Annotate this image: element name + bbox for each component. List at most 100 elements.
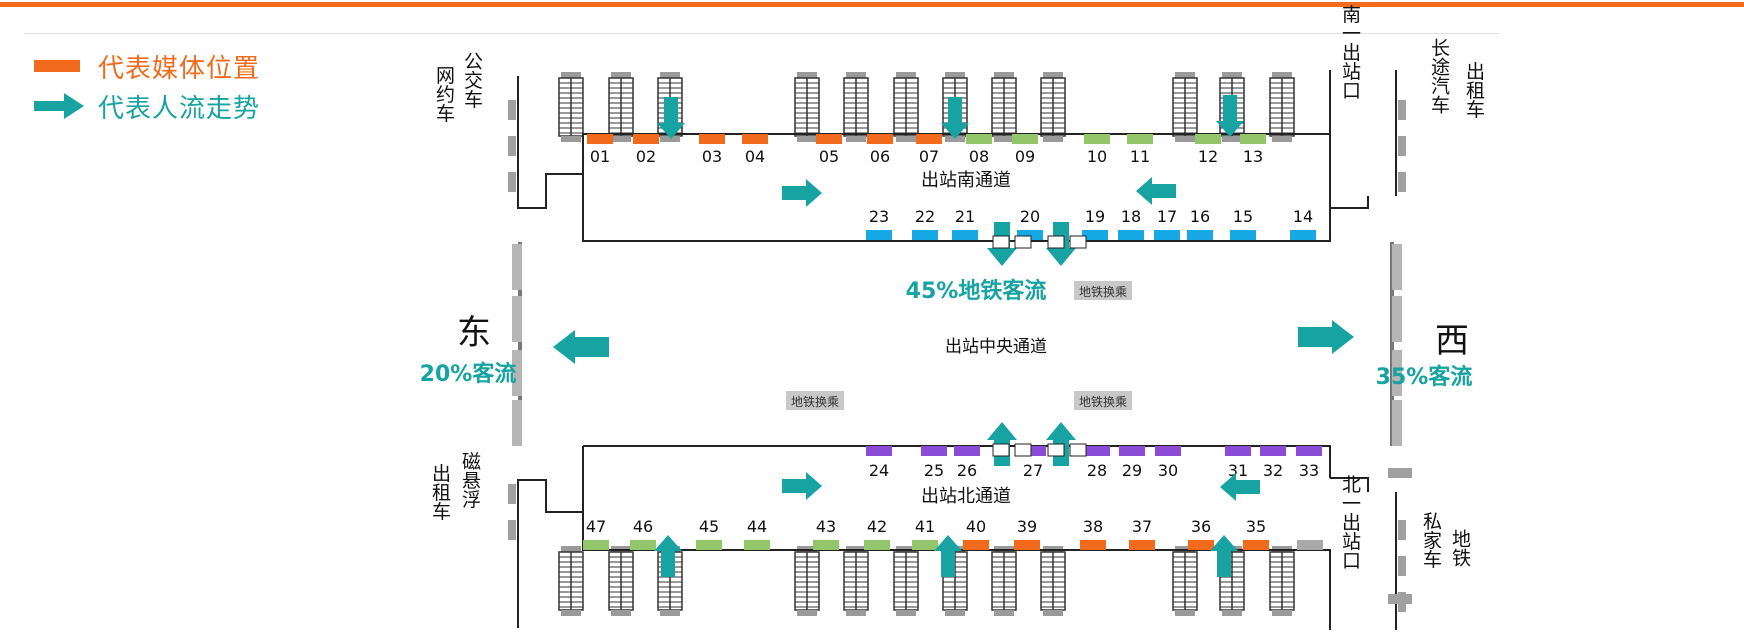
train-car [558, 72, 584, 142]
west-label: 西 [1435, 321, 1469, 361]
train-car [1172, 546, 1198, 616]
top-divider [24, 33, 1500, 34]
south-slot [1084, 134, 1110, 144]
train-car [843, 72, 869, 142]
south-slot-number: 04 [745, 147, 765, 166]
north-slot-number: 45 [699, 517, 719, 536]
south-inner-slot-number: 16 [1190, 207, 1210, 226]
north-inner-slot-number: 31 [1228, 461, 1248, 480]
wall-block [1398, 100, 1406, 120]
north-inner-slot [1260, 446, 1286, 456]
north-slot-number: 35 [1246, 517, 1266, 536]
south-slot [1240, 134, 1266, 144]
south-slot-number: 08 [969, 147, 989, 166]
legend: 代表媒体位置 代表人流走势 [34, 46, 260, 126]
south-exit-label: 南一出站口 [1339, 4, 1361, 99]
north-inner-slot-number: 28 [1087, 461, 1107, 480]
legend-media-label: 代表媒体位置 [98, 52, 261, 83]
train-car [991, 72, 1017, 142]
south-slot [816, 134, 842, 144]
north-inner-slot [866, 446, 892, 456]
pillar-block [1392, 400, 1402, 446]
south-inner-slot-number: 23 [869, 207, 889, 226]
north-inner-slot [1296, 446, 1322, 456]
south-inner-slot-number: 21 [955, 207, 975, 226]
north-inner-slot [1084, 446, 1110, 456]
north-inner-slot [921, 446, 947, 456]
train-car [1269, 546, 1295, 616]
south-slot [916, 134, 942, 144]
flow-arrow-down [941, 97, 969, 139]
metro-flow-label: 45%地铁客流 [906, 278, 1047, 304]
north-exit-label: 北一出站口 [1339, 474, 1361, 569]
maglev-label: 磁悬浮 [459, 451, 481, 508]
flow-arrow-right [782, 179, 822, 207]
train-car [608, 72, 634, 142]
pillar-block [512, 350, 522, 396]
train-car [794, 72, 820, 142]
legend-flow-label: 代表人流走势 [98, 92, 261, 123]
flow-arrow-left [1136, 177, 1176, 205]
south-inner-slot-number: 22 [915, 207, 935, 226]
flow-arrow-up [654, 535, 682, 577]
north-inner-slot-number: 26 [957, 461, 977, 480]
north-inner-slot-number: 25 [924, 461, 944, 480]
flow-arrow-right [782, 472, 822, 500]
legend-media-row: 代表媒体位置 [34, 46, 260, 86]
north-inner-slot [1155, 446, 1181, 456]
north-slot-number: 38 [1083, 517, 1103, 536]
north-slot-number: 39 [1017, 517, 1037, 536]
south-slot-number: 02 [636, 147, 656, 166]
south-inner-slot-number: 15 [1233, 207, 1253, 226]
south-slot [633, 134, 659, 144]
north-slot [1129, 540, 1155, 550]
metro-label: 地铁 [1449, 529, 1471, 567]
south-inner-slot [1154, 230, 1180, 240]
south-inner-slot-number: 19 [1085, 207, 1105, 226]
north-slot [1014, 540, 1040, 550]
north-slot [696, 540, 722, 550]
flow-arrow-left [1220, 473, 1260, 501]
wall-block [508, 520, 516, 540]
private-car-label: 私家车 [1420, 511, 1442, 568]
south-inner-slot [1230, 230, 1256, 240]
metro-transfer-tag-3 [1074, 391, 1132, 410]
north-slot-number: 44 [747, 517, 767, 536]
east-flow-label: 20%客流 [420, 361, 517, 387]
north-slot-number: 46 [633, 517, 653, 536]
pillar-block [1392, 244, 1402, 290]
wall-block [1398, 556, 1406, 576]
wall-block [1398, 520, 1406, 540]
north-slot [630, 540, 656, 550]
north-inner-slot [954, 446, 980, 456]
ride-hailing-label: 网约车 [433, 66, 455, 123]
metro-transfer-tag-2 [786, 391, 844, 410]
gate [1047, 235, 1087, 249]
train-car [1172, 72, 1198, 142]
bus-label: 公交车 [461, 52, 483, 109]
pillar-block [1392, 350, 1402, 396]
north-inner-slot [1119, 446, 1145, 456]
flow-arrow-icon [34, 93, 84, 119]
wall-block [508, 172, 516, 192]
south-slot-number: 01 [590, 147, 610, 166]
flow-arrow-down [1216, 95, 1244, 137]
north-slot-number: 40 [966, 517, 986, 536]
north-slot [1297, 540, 1323, 550]
train-car [1040, 72, 1066, 142]
south-inner-slot [1118, 230, 1144, 240]
gate [992, 443, 1032, 457]
south-inner-slot-number: 17 [1157, 207, 1177, 226]
south-inner-slot [1017, 230, 1043, 240]
south-slot [867, 134, 893, 144]
north-slot [963, 540, 989, 550]
metro-gates [992, 235, 1087, 457]
pillar-block [512, 400, 522, 446]
south-slot [966, 134, 992, 144]
south-inner-slot [1187, 230, 1213, 240]
train-car [893, 546, 919, 616]
south-passage-label: 出站南通道 [921, 170, 1011, 191]
north-slot-number: 41 [915, 517, 935, 536]
north-slot-number: 42 [867, 517, 887, 536]
north-slot [864, 540, 890, 550]
